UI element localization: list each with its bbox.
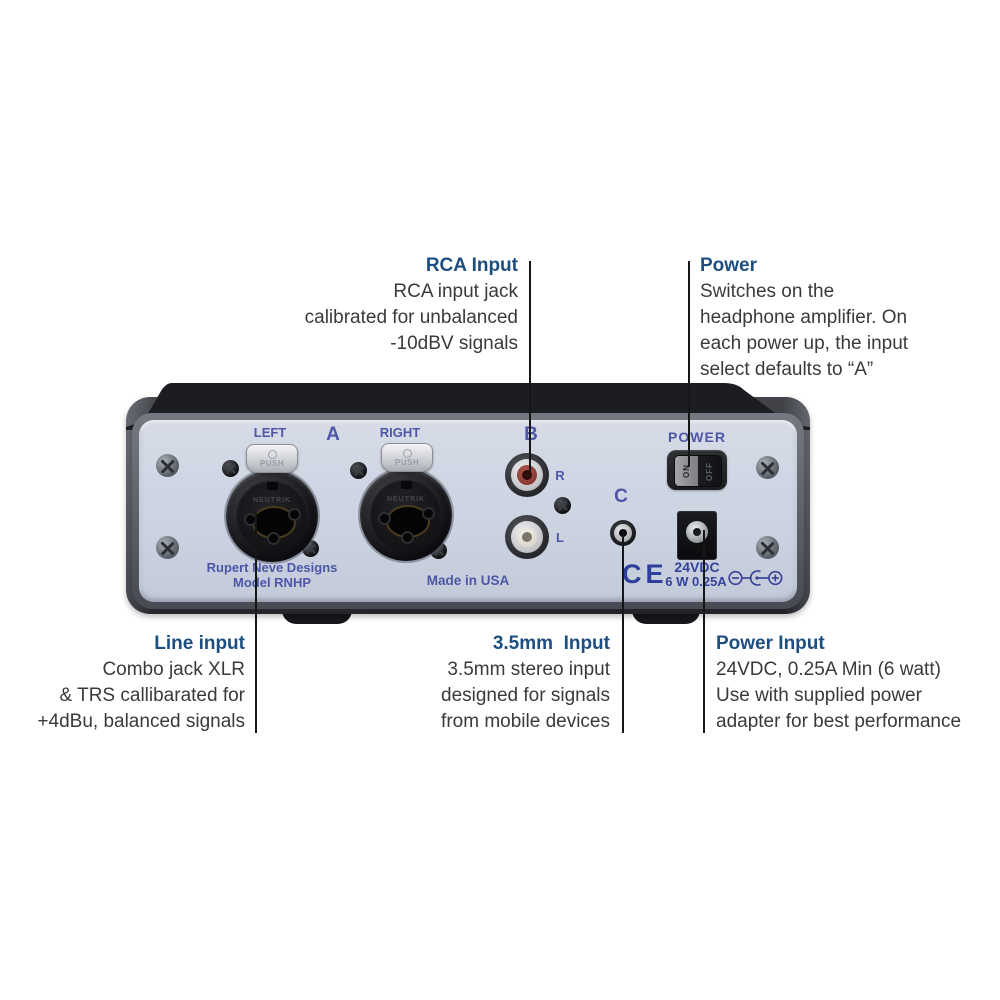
- annotation-text-line: Switches on the: [700, 281, 835, 302]
- dc-power-jack: [677, 511, 717, 560]
- panel-screw: [222, 460, 239, 477]
- annotation-text-line: +4dBu, balanced signals: [37, 711, 245, 732]
- phillips-screw: [156, 454, 179, 477]
- annotation-text-line: headphone amplifier. On: [700, 307, 908, 328]
- annotation-text-line: select defaults to “A”: [700, 359, 874, 380]
- annotation-title: Power Input: [716, 633, 825, 654]
- xlr-pin-hole: [378, 512, 391, 525]
- power-rating-label: 6 W 0.25A: [665, 574, 727, 589]
- annotation-text-line: from mobile devices: [441, 711, 610, 732]
- panel-screw: [554, 497, 571, 514]
- push-tab-dot: [267, 450, 277, 459]
- dc-jack-pin-hole: [693, 528, 701, 536]
- annotation-text-line: each power up, the input: [700, 333, 909, 354]
- model-name: Model RNHP: [233, 575, 311, 590]
- rca-hole: [522, 470, 532, 480]
- annotation-title: 3.5mm Input: [492, 633, 610, 654]
- annotation-text-line: 24VDC, 0.25A Min (6 watt): [716, 659, 941, 680]
- rca-jack-right-red: [505, 453, 549, 497]
- xlr-jack-face: NEUTRIK: [370, 479, 442, 551]
- annotation-text-line: & TRS callibarated for: [59, 685, 245, 706]
- power-off-side: OFF: [698, 456, 721, 486]
- label-input-a: A: [326, 424, 340, 445]
- xlr-latch-notch: [401, 481, 412, 489]
- xlr-pin-hole: [401, 531, 414, 544]
- ce-mark: CE: [622, 559, 668, 589]
- annotation-rca-input: RCA Input RCA input jack calibrated for …: [250, 253, 518, 357]
- label-input-c: C: [614, 486, 628, 507]
- xlr-latch-notch: [267, 482, 278, 490]
- annotation-line-input: Line input Combo jack XLR & TRS callibar…: [12, 631, 245, 735]
- annotation-power-input: Power Input 24VDC, 0.25A Min (6 watt) Us…: [716, 631, 996, 735]
- push-tab-dot: [402, 449, 412, 458]
- annotation-power: Power Switches on the headphone amplifie…: [700, 253, 968, 383]
- brand-name: Rupert Neve Designs: [206, 560, 338, 575]
- push-tab-label: PUSH: [394, 458, 420, 467]
- annotation-title: Line input: [154, 633, 245, 654]
- annotation-text-line: adapter for best performance: [716, 711, 962, 732]
- voltage-label: 24VDC: [674, 559, 720, 575]
- xlr-jack-face: NEUTRIK: [236, 480, 308, 552]
- center-positive-polarity-icon: [728, 570, 783, 586]
- annotation-35mm-input: 3.5mm Input 3.5mm stereo input designed …: [390, 631, 610, 735]
- annotation-title: RCA Input: [425, 255, 518, 276]
- callout-line-rca: [529, 261, 531, 472]
- phillips-screw: [156, 536, 179, 559]
- annotation-text-line: Use with supplied power: [716, 685, 922, 706]
- annotation-title: Power: [700, 255, 758, 276]
- made-in-label: Made in USA: [426, 573, 510, 588]
- connector-brand-text: NEUTRIK: [386, 496, 426, 503]
- rca-hole: [522, 532, 532, 542]
- xlr-combo-jack-right: NEUTRIK: [360, 469, 452, 561]
- callout-line-power-input: [703, 530, 705, 733]
- label-power: POWER: [668, 429, 726, 445]
- annotation-text-line: -10dBV signals: [390, 333, 518, 354]
- annotation-text-line: RCA input jack: [393, 281, 518, 302]
- push-tab-label: PUSH: [259, 459, 285, 468]
- power-on-side: ON: [675, 456, 698, 486]
- label-left: LEFT: [253, 425, 287, 440]
- label-right: RIGHT: [379, 425, 421, 440]
- callout-line-line-input: [255, 512, 257, 733]
- power-off-label: OFF: [705, 461, 714, 481]
- xlr-combo-jack-left: NEUTRIK: [226, 470, 318, 562]
- power-switch: ON OFF: [667, 450, 727, 490]
- rca-jack-left-white: [505, 515, 549, 559]
- label-rca-r: R: [555, 468, 565, 483]
- annotation-text-line: calibrated for unbalanced: [304, 307, 518, 328]
- xlr-pin-hole: [422, 507, 435, 520]
- xlr-pin-hole: [267, 532, 280, 545]
- phillips-screw: [756, 536, 779, 559]
- power-rocker: ON OFF: [674, 455, 722, 487]
- label-input-b: B: [518, 424, 544, 446]
- annotation-text-line: Combo jack XLR: [102, 659, 245, 680]
- annotation-text-line: designed for signals: [441, 685, 610, 706]
- phillips-screw: [756, 456, 779, 479]
- annotation-text-line: 3.5mm stereo input: [447, 659, 610, 680]
- xlr-push-release-tab: PUSH: [246, 444, 298, 473]
- callout-line-power: [688, 261, 690, 467]
- xlr-pin-hole: [288, 508, 301, 521]
- panel-screw: [350, 462, 367, 479]
- label-rca-l: L: [556, 530, 564, 545]
- callout-line-35mm: [622, 532, 624, 733]
- xlr-push-release-tab: PUSH: [381, 443, 433, 472]
- connector-brand-text: NEUTRIK: [252, 497, 292, 504]
